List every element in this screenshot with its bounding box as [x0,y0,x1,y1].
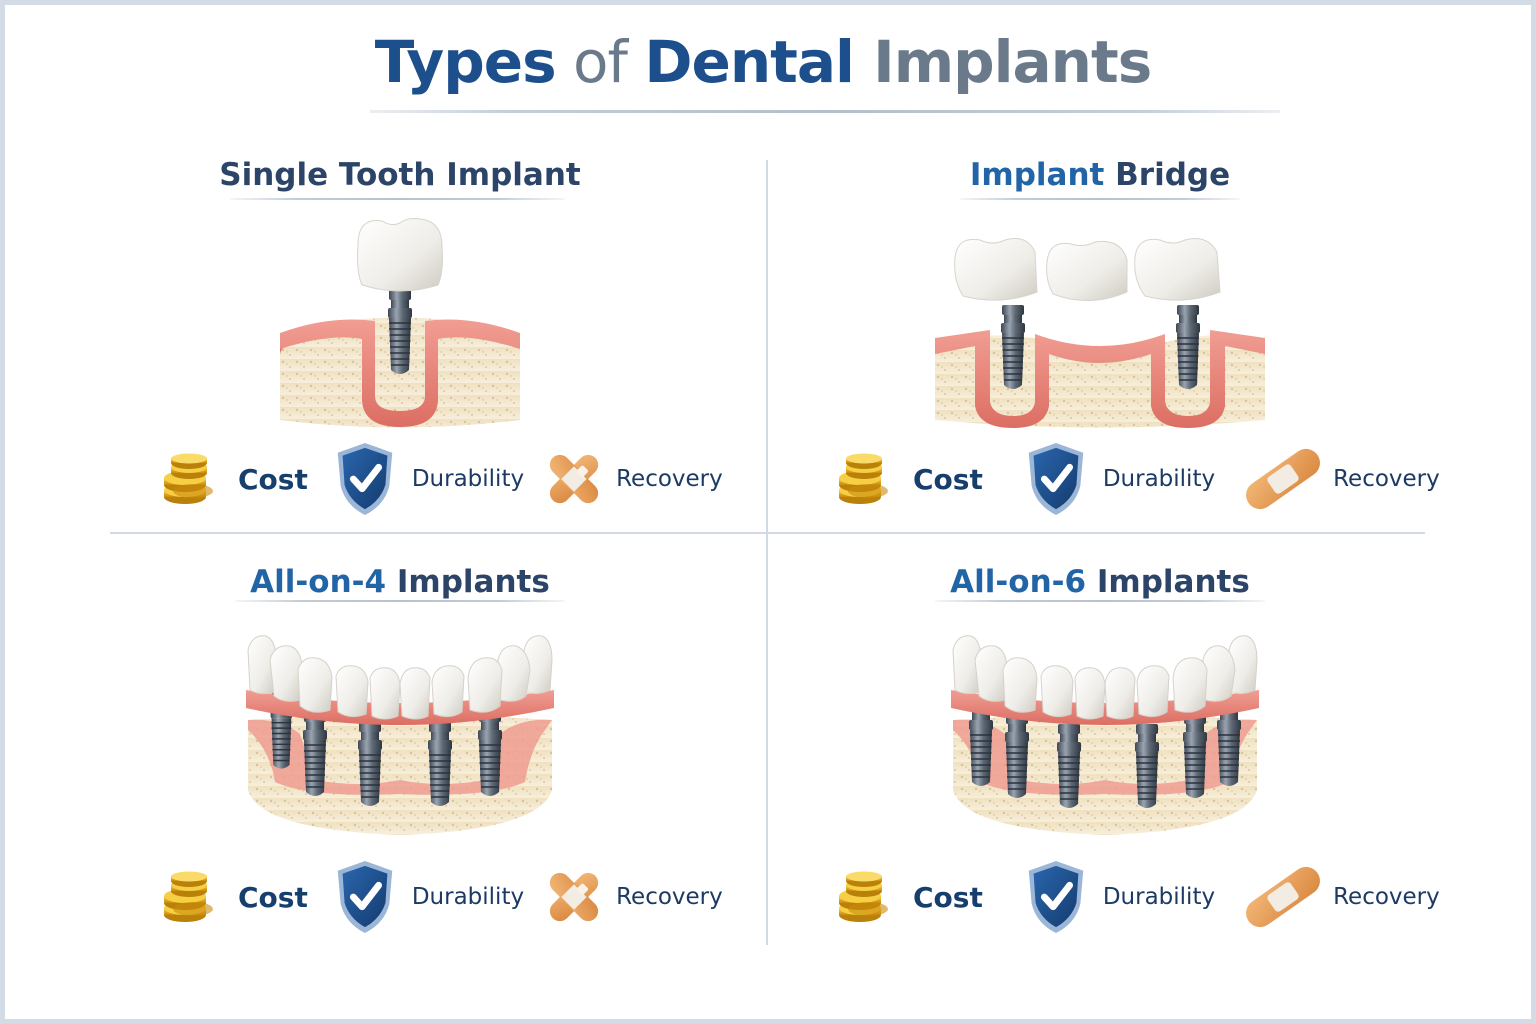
panel-title-accent: Implant [969,157,1105,193]
metric-label: Durability [1102,466,1216,492]
coin-stack-icon [164,871,213,922]
metric-label: Durability [1102,884,1216,910]
coin-stack-icon [839,871,888,922]
all-on-4-implants-illustration [246,635,554,835]
metric-label: Recovery [616,466,723,492]
title-underline [370,110,1280,113]
bandage-icon [1241,447,1326,511]
metrics-row: Cost Durability Recovery [835,442,1440,516]
metrics-row: Cost Durability Recovery [160,442,723,516]
title-part-of: of [555,28,645,96]
crossed-bandage-icon [545,868,603,926]
panel-implant-bridge: Implant Bridge Cost Durability Recovery [760,150,1440,530]
implant-bridge-illustration [935,238,1265,428]
metric-durability: Durability [1027,442,1215,516]
metric-label: Durability [411,884,525,910]
panel-title-underline [935,600,1265,602]
metric-label: Recovery [1333,466,1440,492]
metric-cost: Cost [835,453,983,505]
panel-all-on-6-implants: All-on-6 Implants Cost [760,558,1440,958]
metrics-row: Cost Durability Recovery [160,860,723,934]
shield-check-icon [1027,860,1085,934]
metric-recovery: Recovery [542,447,723,511]
shield-check-icon [336,860,394,934]
panel-title: All-on-6 Implants [760,562,1440,602]
metric-durability: Durability [336,860,524,934]
panel-title-accent: All-on-4 [250,564,387,600]
coin-stack-icon [839,453,888,504]
metric-cost: Cost [160,871,308,923]
infographic-frame [5,5,1531,1019]
metric-label: Cost [913,880,983,914]
panel-title-underline [235,600,565,602]
panel-all-on-4-implants: All-on-4 Implants Cost Dura [60,558,740,958]
metric-cost: Cost [835,871,983,923]
metric-cost: Cost [160,453,308,505]
crossed-bandage-icon [545,450,603,508]
metric-label: Cost [238,462,308,496]
panel-title-text: Bridge [1104,157,1231,193]
coin-stack-icon [164,453,213,504]
panel-title-underline [230,198,565,200]
single-tooth-implant-illustration [280,218,520,428]
panel-title: Single Tooth Implant [60,155,740,195]
shield-check-icon [336,442,394,516]
panel-title: Implant Bridge [760,155,1440,195]
metric-label: Cost [238,880,308,914]
metric-label: Recovery [1333,884,1440,910]
panel-title: All-on-4 Implants [60,562,740,602]
title-part-types: Types [374,28,557,96]
bandage-icon [1241,865,1326,929]
all-on-6-implants-illustration [951,635,1259,835]
title-part-implants: Implants [853,28,1152,96]
metric-label: Cost [913,462,983,496]
page-title: Types of Dental Implants [0,22,1536,102]
metric-recovery: Recovery [542,865,723,929]
panel-title-text: Single Tooth Implant [219,157,581,193]
horizontal-divider [110,532,1425,534]
metric-recovery: Recovery [1241,865,1440,929]
panel-title-text: Implants [386,564,550,600]
vertical-divider [766,160,768,945]
metric-durability: Durability [1027,860,1215,934]
panel-title-text: Implants [1086,564,1250,600]
metrics-row: Cost Durability Recovery [835,860,1440,934]
title-part-dental: Dental [644,28,855,96]
shield-check-icon [1027,442,1085,516]
panel-title-accent: All-on-6 [950,564,1087,600]
metric-label: Durability [411,466,525,492]
panel-title-underline [960,198,1240,200]
metric-label: Recovery [616,884,723,910]
metric-durability: Durability [336,442,524,516]
panel-single-tooth-implant: Single Tooth Implant Cost Durability Rec… [60,150,740,530]
metric-recovery: Recovery [1241,447,1440,511]
